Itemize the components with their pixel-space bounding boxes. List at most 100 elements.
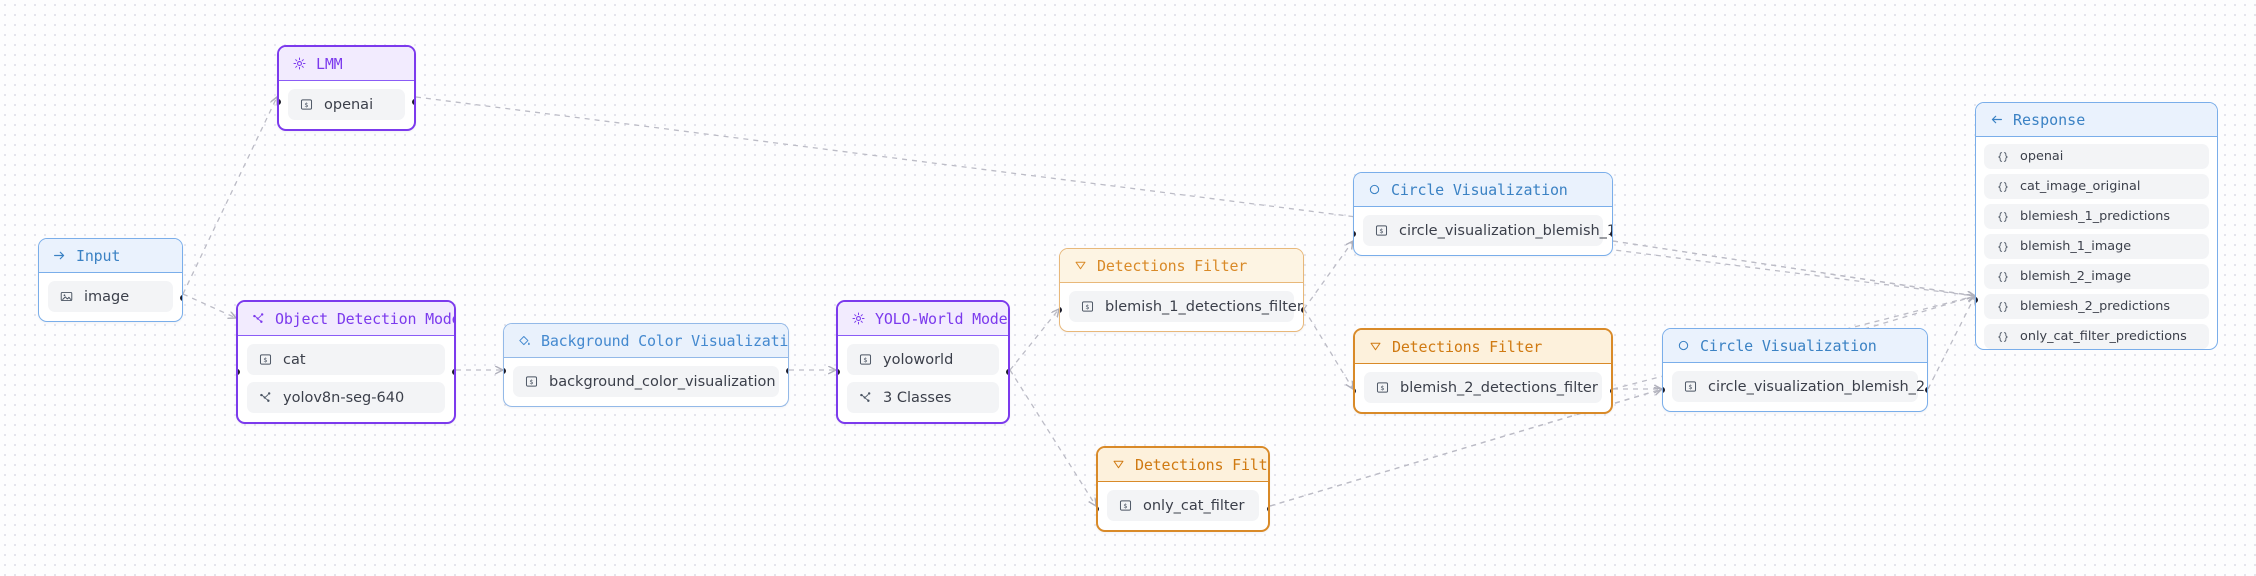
svg-text:$: $ — [1380, 384, 1384, 392]
input-port[interactable] — [838, 369, 840, 375]
braces-icon — [1995, 299, 2010, 314]
output-port[interactable] — [1610, 388, 1611, 394]
node-detections-filter-2-title: Detections Filter — [1392, 337, 1543, 356]
node-row-label: cat — [283, 351, 306, 368]
node-detections-filter-1-title: Detections Filter — [1097, 256, 1248, 275]
node-yolo-world-model[interactable]: YOLO-World Model $ yoloworld 3 Classes — [836, 300, 1010, 424]
node-row[interactable]: $ yoloworld — [847, 344, 999, 375]
response-row[interactable]: blemiesh_2_predictions — [1984, 294, 2209, 319]
dollar-box-icon: $ — [1374, 223, 1389, 238]
braces-icon — [1995, 149, 2010, 164]
node-detections-filter-3-header: Detections Filter — [1098, 448, 1268, 482]
input-port[interactable] — [1354, 231, 1356, 237]
network-graph-icon — [251, 311, 266, 326]
node-row[interactable]: 3 Classes — [847, 382, 999, 413]
network-graph-icon — [858, 390, 873, 405]
braces-icon — [1995, 179, 2010, 194]
node-row[interactable]: image — [48, 281, 173, 312]
node-row[interactable]: $ only_cat_filter — [1107, 490, 1259, 521]
node-row-label: image — [84, 288, 130, 305]
svg-text:$: $ — [1085, 303, 1089, 311]
node-row[interactable]: $ background_color_visualization — [513, 366, 779, 397]
output-port[interactable] — [786, 368, 788, 374]
output-port[interactable] — [1267, 506, 1268, 512]
response-row[interactable]: only_cat_filter_predictions — [1984, 324, 2209, 349]
node-row-label: openai — [324, 96, 374, 113]
input-port[interactable] — [1355, 388, 1356, 394]
response-row-label: blemish_1_image — [2020, 239, 2132, 254]
response-row[interactable]: blemiesh_1_predictions — [1984, 204, 2209, 229]
response-row-label: only_cat_filter_predictions — [2020, 329, 2187, 344]
response-row[interactable]: blemish_2_image — [1984, 264, 2209, 289]
response-row-label: cat_image_original — [2020, 179, 2141, 194]
node-detections-filter-2-body: $ blemish_2_detections_filter — [1355, 364, 1611, 412]
response-panel-body: openai cat_image_original blemiesh_1_pre… — [1976, 137, 2217, 349]
response-row-label: blemiesh_1_predictions — [2020, 209, 2171, 224]
node-row[interactable]: $ cat — [247, 344, 445, 375]
circle-outline-icon — [1676, 338, 1691, 353]
response-row[interactable]: blemish_1_image — [1984, 234, 2209, 259]
svg-text:$: $ — [1379, 227, 1383, 235]
node-lmm[interactable]: LMM $ openai — [277, 45, 416, 131]
node-row-label: only_cat_filter — [1143, 497, 1245, 514]
node-lmm-header: LMM — [279, 47, 414, 81]
node-background-color-visualization[interactable]: Background Color Visualization $ backgro… — [503, 323, 789, 407]
input-port[interactable] — [279, 99, 281, 105]
node-object-detection-model-header: Object Detection Model — [238, 302, 454, 336]
node-lmm-body: $ openai — [279, 81, 414, 129]
node-row-label: yolov8n-seg-640 — [283, 389, 405, 406]
dollar-box-icon: $ — [1683, 379, 1698, 394]
input-port[interactable] — [1098, 506, 1099, 512]
input-port[interactable] — [1976, 297, 1978, 303]
node-circle-visualization-1[interactable]: Circle Visualization $ circle_visualizat… — [1353, 172, 1613, 256]
node-object-detection-model-title: Object Detection Model — [275, 309, 456, 328]
node-row[interactable]: $ circle_visualization_blemish_1 — [1363, 215, 1612, 246]
input-port[interactable] — [238, 369, 240, 375]
output-port[interactable] — [1925, 387, 1927, 393]
dollar-box-icon: $ — [858, 352, 873, 367]
node-circle-visualization-1-body: $ circle_visualization_blemish_1 — [1354, 207, 1612, 255]
output-port[interactable] — [180, 295, 182, 301]
input-port[interactable] — [1663, 387, 1665, 393]
response-panel[interactable]: Response openai cat_image_original blemi… — [1975, 102, 2218, 350]
node-detections-filter-3[interactable]: Detections Filter $ only_cat_filter — [1096, 446, 1270, 532]
output-port[interactable] — [412, 99, 414, 105]
output-port[interactable] — [1006, 369, 1008, 375]
braces-icon — [1995, 209, 2010, 224]
node-row[interactable]: yolov8n-seg-640 — [247, 382, 445, 413]
response-row[interactable]: cat_image_original — [1984, 174, 2209, 199]
input-port[interactable] — [1060, 307, 1062, 313]
output-port[interactable] — [1301, 307, 1303, 313]
node-lmm-title: LMM — [316, 54, 343, 73]
svg-text:$: $ — [1123, 502, 1127, 510]
output-port[interactable] — [452, 369, 454, 375]
input-port[interactable] — [504, 368, 506, 374]
response-row[interactable]: openai — [1984, 144, 2209, 169]
gear-icon — [851, 311, 866, 326]
node-circle-visualization-2[interactable]: Circle Visualization $ circle_visualizat… — [1662, 328, 1928, 412]
node-detections-filter-1[interactable]: Detections Filter $ blemish_1_detections… — [1059, 248, 1304, 332]
node-row[interactable]: $ blemish_1_detections_filter — [1069, 291, 1303, 322]
image-icon — [59, 289, 74, 304]
node-background-color-visualization-title: Background Color Visualization — [541, 331, 789, 350]
funnel-icon — [1111, 457, 1126, 472]
node-object-detection-model[interactable]: Object Detection Model $ cat yolov8n-seg… — [236, 300, 456, 424]
node-circle-visualization-2-title: Circle Visualization — [1700, 336, 1877, 355]
dollar-box-icon: $ — [1375, 380, 1390, 395]
paint-bucket-icon — [517, 333, 532, 348]
node-detections-filter-2[interactable]: Detections Filter $ blemish_2_detections… — [1353, 328, 1613, 414]
node-object-detection-model-body: $ cat yolov8n-seg-640 — [238, 336, 454, 422]
output-port[interactable] — [1610, 231, 1612, 237]
svg-text:$: $ — [863, 356, 867, 364]
node-row[interactable]: $ circle_visualization_blemish_2 — [1672, 371, 1925, 402]
node-detections-filter-2-header: Detections Filter — [1355, 330, 1611, 364]
node-row-label: 3 Classes — [883, 389, 952, 406]
node-row[interactable]: $ openai — [288, 89, 405, 120]
node-input[interactable]: Input image — [38, 238, 183, 322]
node-background-color-visualization-header: Background Color Visualization — [504, 324, 788, 358]
node-yolo-world-model-header: YOLO-World Model — [838, 302, 1008, 336]
node-row[interactable]: $ blemish_2_detections_filter — [1364, 372, 1602, 403]
funnel-icon — [1368, 339, 1383, 354]
node-detections-filter-3-body: $ only_cat_filter — [1098, 482, 1268, 530]
